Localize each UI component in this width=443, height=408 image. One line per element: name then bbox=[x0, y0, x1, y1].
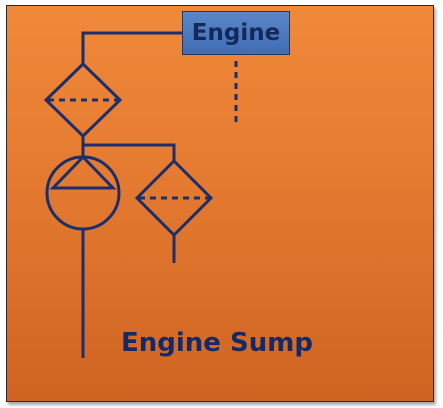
pump-triangle bbox=[49, 154, 117, 190]
diagram-panel: Engine Engine Sump bbox=[6, 5, 434, 402]
side-filter-branch-line bbox=[83, 143, 176, 161]
engine-block: Engine bbox=[182, 11, 290, 55]
engine-label: Engine bbox=[191, 20, 281, 46]
engine-sump-label: Engine Sump bbox=[121, 328, 313, 358]
engine-supply-line bbox=[81, 31, 182, 64]
pump-circle bbox=[45, 155, 121, 231]
hydraulic-schematic bbox=[43, 31, 238, 358]
